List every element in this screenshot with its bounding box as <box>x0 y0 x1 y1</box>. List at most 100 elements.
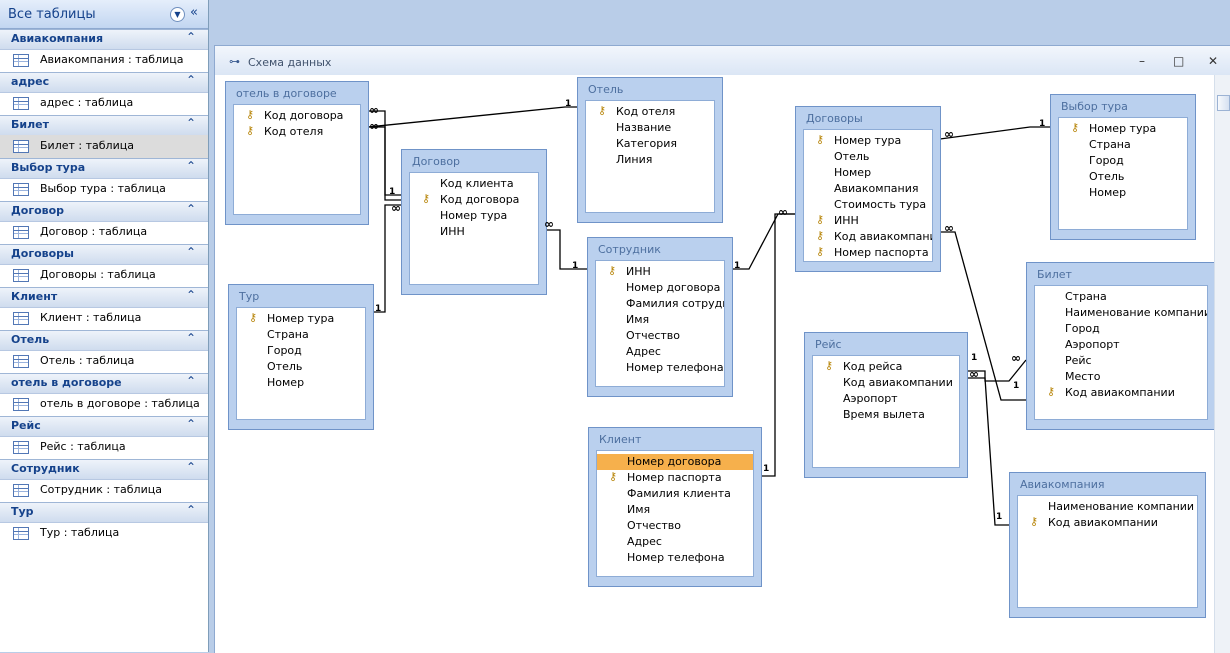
table-title[interactable]: Клиент <box>599 433 642 446</box>
table-field[interactable]: Отчество <box>596 328 724 344</box>
table-field[interactable]: Имя <box>596 312 724 328</box>
minimize-button[interactable]: – <box>1139 54 1145 68</box>
nav-group-title[interactable]: Рейс <box>11 419 41 432</box>
relationship-line[interactable] <box>939 126 1050 140</box>
table-title[interactable]: Договоры <box>806 112 863 125</box>
table-title[interactable]: Авиакомпания <box>1020 478 1105 491</box>
nav-group-title[interactable]: Отель <box>11 333 50 346</box>
table-title[interactable]: Рейс <box>815 338 842 351</box>
table-field[interactable]: Фамилия клиента <box>597 486 753 502</box>
nav-title[interactable]: Все таблицы <box>8 7 96 22</box>
nav-group-header[interactable]: отель в договоре ⌃ <box>0 373 208 394</box>
nav-group-header[interactable]: Тур⌃ <box>0 502 208 523</box>
chevron-up-icon[interactable]: ⌃ <box>185 288 196 302</box>
nav-header[interactable]: Все таблицы ▼ « <box>0 0 208 29</box>
nav-group-header[interactable]: Сотрудник⌃ <box>0 459 208 480</box>
relationship-line[interactable] <box>367 106 577 128</box>
table-field[interactable]: ⚷Номер тура <box>237 311 365 327</box>
chevron-up-icon[interactable]: ⌃ <box>185 374 196 388</box>
maximize-button[interactable]: □ <box>1173 54 1185 68</box>
table-field[interactable]: Стоимость тура <box>804 197 932 213</box>
nav-group-title[interactable]: Договор <box>11 204 65 217</box>
nav-group-header[interactable]: Клиент⌃ <box>0 287 208 308</box>
table-field[interactable]: Номер договора <box>597 454 753 470</box>
nav-group-header[interactable]: Договор ⌃ <box>0 201 208 222</box>
table-field[interactable]: Номер телефона <box>596 360 724 376</box>
relationship-line[interactable] <box>546 229 587 270</box>
field-list[interactable]: Наименование компании⚷Код авиакомпании <box>1017 495 1198 608</box>
table-field[interactable]: ⚷Код авиакомпании <box>1018 515 1197 531</box>
table-field[interactable]: Отель <box>237 359 365 375</box>
nav-item[interactable]: Договор : таблица <box>0 221 208 244</box>
nav-item[interactable]: Отель : таблица <box>0 350 208 373</box>
table-field[interactable]: ⚷ИНН <box>804 213 932 229</box>
table-field[interactable]: Название <box>586 120 714 136</box>
table-field[interactable]: Номер тура <box>410 208 538 224</box>
table-field[interactable]: ⚷Код авиакомпани <box>804 229 932 245</box>
nav-group-title[interactable]: Договоры <box>11 247 74 260</box>
table-field[interactable]: Город <box>237 343 365 359</box>
nav-item[interactable]: Выбор тура : таблица <box>0 178 208 201</box>
chevron-up-icon[interactable]: ⌃ <box>185 245 196 259</box>
table-field[interactable]: ⚷Код рейса <box>813 359 959 375</box>
table-field[interactable]: Номер договора <box>596 280 724 296</box>
nav-item[interactable]: Договоры : таблица <box>0 264 208 287</box>
table-title[interactable]: Сотрудник <box>598 243 661 256</box>
relationship-line[interactable] <box>760 213 795 477</box>
chevron-up-icon[interactable]: ⌃ <box>185 73 196 87</box>
nav-group-header[interactable]: Выбор тура⌃ <box>0 158 208 179</box>
table-field[interactable]: Город <box>1035 321 1207 337</box>
field-list[interactable]: ⚷Код договора⚷Код отеля <box>233 104 361 215</box>
nav-group-title[interactable]: отель в договоре <box>11 376 122 389</box>
relationship-line[interactable] <box>372 204 401 313</box>
table-field[interactable]: Город <box>1059 153 1187 169</box>
chevron-up-icon[interactable]: ⌃ <box>185 417 196 431</box>
table-field[interactable]: Аэропорт <box>813 391 959 407</box>
nav-item[interactable]: адрес : таблица <box>0 92 208 115</box>
table-otel-v-dogovore[interactable]: отель в договоре⚷Код договора⚷Код отеля <box>225 81 369 225</box>
nav-item[interactable]: Клиент : таблица <box>0 307 208 330</box>
table-field[interactable]: ⚷Код отеля <box>234 124 360 140</box>
table-field[interactable]: Отель <box>1059 169 1187 185</box>
table-field[interactable]: Время вылета <box>813 407 959 423</box>
nav-group-header[interactable]: Билет⌃ <box>0 115 208 136</box>
table-field[interactable]: Код авиакомпании <box>813 375 959 391</box>
table-title[interactable]: Выбор тура <box>1061 100 1128 113</box>
table-field[interactable]: ⚷Номер паспорта <box>804 245 932 261</box>
table-field[interactable]: Страна <box>1035 289 1207 305</box>
table-field[interactable]: Адрес <box>596 344 724 360</box>
table-field[interactable]: Адрес <box>597 534 753 550</box>
table-field[interactable]: ИНН <box>410 224 538 240</box>
table-title[interactable]: Договор <box>412 155 461 168</box>
table-field[interactable]: ⚷Номер тура <box>1059 121 1187 137</box>
chevron-up-icon[interactable]: ⌃ <box>185 202 196 216</box>
table-field[interactable]: ⚷ИНН <box>596 264 724 280</box>
relationship-line[interactable] <box>940 231 1026 401</box>
table-field[interactable]: Имя <box>597 502 753 518</box>
table-field[interactable]: ⚷Код договора <box>234 108 360 124</box>
nav-group-title[interactable]: Сотрудник <box>11 462 80 475</box>
table-field[interactable]: Аэропорт <box>1035 337 1207 353</box>
nav-group-title[interactable]: Билет <box>11 118 49 131</box>
nav-group-title[interactable]: адрес <box>11 75 50 88</box>
document-title[interactable]: Схема данных <box>248 56 332 69</box>
table-field[interactable]: Номер <box>1059 185 1187 201</box>
table-field[interactable]: Страна <box>237 327 365 343</box>
nav-group-title[interactable]: Выбор тура <box>11 161 86 174</box>
table-field[interactable]: Номер <box>804 165 932 181</box>
